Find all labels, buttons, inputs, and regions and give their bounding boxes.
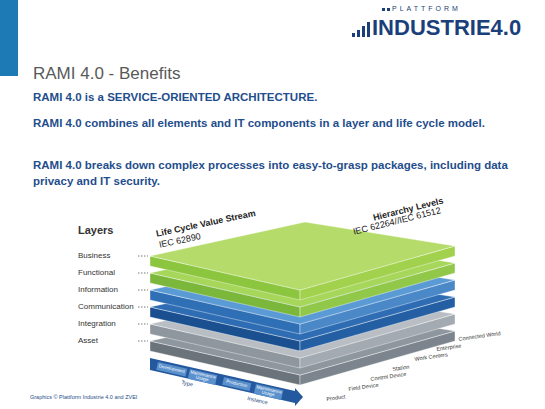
hierarchy-level: Work Centers — [414, 351, 448, 362]
strip-arrowhead — [295, 388, 303, 406]
header-bar — [0, 0, 18, 76]
lifecycle-phase: Type — [181, 379, 194, 388]
layer-name: Functional — [78, 268, 115, 278]
layer-name: Asset — [78, 336, 98, 346]
layer-slab — [150, 222, 455, 290]
layer-name: Information — [78, 285, 118, 295]
logo-text: PLATTFORM — [392, 5, 461, 13]
lifecycle-phase: Instance — [247, 395, 269, 406]
hierarchy-level: Field Device — [348, 382, 379, 393]
leader-lines — [138, 256, 148, 341]
layer-name: Communication — [78, 302, 134, 312]
copyright-note: Graphics © Plattform Industrie 4.0 and Z… — [30, 394, 137, 401]
axis-title: Life Cycle Value Stream — [155, 208, 257, 240]
logo-dots — [382, 8, 390, 11]
axis-title: Layers — [78, 224, 113, 237]
hierarchy-level: Control Device — [370, 371, 407, 383]
benefit-line: RAMI 4.0 breaks down complex processes i… — [33, 157, 533, 189]
layer-name: Business — [78, 251, 110, 261]
slide-title: RAMI 4.0 - Benefits — [33, 64, 180, 84]
logo-text: INDUSTRIE4.0 — [372, 15, 521, 41]
benefit-line: RAMI 4.0 combines all elements and IT co… — [33, 115, 533, 131]
layer-stack — [150, 222, 455, 385]
life-cycle-strip — [150, 358, 295, 403]
layer-name: Integration — [78, 319, 116, 329]
logo-bars — [352, 22, 370, 37]
hierarchy-level: Connected World — [458, 330, 501, 342]
hierarchy-level: Product — [326, 393, 346, 402]
benefit-line: RAMI 4.0 is a SERVICE-ORIENTED ARCHITECT… — [33, 89, 533, 105]
